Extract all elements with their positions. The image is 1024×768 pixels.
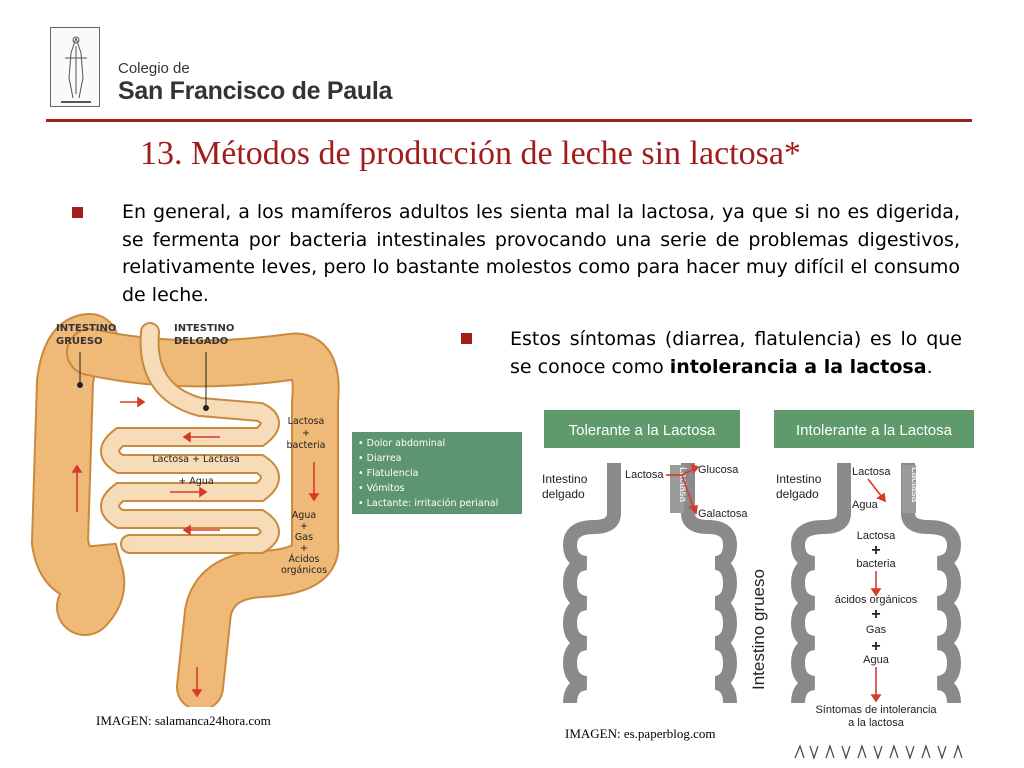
intestine-diagram: INTESTINO GRUESO INTESTINO DELGADO Lacto…: [30, 313, 522, 707]
decorative-figures-icon: [794, 744, 963, 760]
int-chain-lactosa: Lactosa: [857, 530, 896, 542]
int-chain-bacteria: bacteria: [856, 558, 896, 570]
int-chain-plus1: +: [871, 542, 880, 559]
int-intestino: Intestino: [776, 472, 822, 486]
bullet-text-2: Estos síntomas (diarrea, flatulencia) es…: [510, 326, 962, 381]
bullet-marker-2: [461, 333, 472, 344]
symptom-2: • Diarrea: [358, 453, 402, 464]
label-product-plus2: +: [300, 543, 308, 554]
int-chain-plus3: +: [871, 638, 880, 655]
symptom-1: • Dolor abdominal: [358, 438, 445, 449]
lactose-tolerance-diagram: Tolerante a la Lactosa Intolerante a la …: [542, 410, 974, 729]
symptom-5: • Lactante: irritación perianal: [358, 498, 498, 509]
int-lactasa: Lactasa: [909, 467, 920, 502]
label-intestino-grueso-2: GRUESO: [56, 336, 103, 347]
intolerant-header-bg: [774, 410, 974, 448]
int-lactosa: Lactosa: [852, 466, 891, 478]
tol-glucosa: Glucosa: [698, 464, 739, 476]
tol-lactosa: Lactosa: [625, 469, 664, 481]
label-product-agua: Agua: [292, 510, 316, 521]
header-divider: [46, 119, 972, 122]
intolerant-header: Intolerante a la Lactosa: [796, 422, 953, 439]
label-product-plus1: +: [300, 521, 308, 532]
label-lactosa-lactasa: Lactosa + Lactasa: [152, 454, 239, 465]
school-logo: [50, 27, 100, 107]
symptom-3: • Flatulencia: [358, 468, 418, 479]
int-chain-acidos: ácidos orgánicos: [835, 594, 918, 606]
slide-title: 13. Métodos de producción de leche sin l…: [140, 135, 801, 172]
label-lactosa: Lactosa: [288, 416, 325, 427]
saint-figure-icon: [61, 36, 91, 103]
label-product-gas: Gas: [295, 532, 313, 543]
int-agua: Agua: [852, 499, 879, 511]
label-intestino-delgado-2: DELGADO: [174, 336, 228, 347]
intolerant-intestine-walls: [790, 463, 962, 704]
tol-galactosa: Galactosa: [698, 508, 748, 520]
label-product-acidos: Ácidos: [289, 553, 320, 565]
caption-right: IMAGEN: es.paperblog.com: [565, 726, 716, 741]
symptom-4: • Vómitos: [358, 483, 405, 494]
label-product-organicos: orgánicos: [281, 565, 327, 576]
label-bacteria: bacteria: [286, 440, 325, 451]
label-plus: +: [302, 428, 310, 439]
tol-intestino-grueso: Intestino grueso: [749, 569, 768, 690]
symptom-box: [352, 432, 522, 514]
intolerant-lactasa-band: [902, 465, 916, 513]
int-sintomas-1: Síntomas de intolerancia: [815, 704, 937, 716]
tolerant-intestine-walls: [562, 463, 738, 704]
int-sintomas-2: a la lactosa: [848, 717, 905, 729]
tol-delgado: delgado: [542, 487, 585, 501]
school-name-line1: Colegio de: [118, 60, 190, 77]
int-chain-plus2: +: [871, 606, 880, 623]
tol-lactasa: Lactasa: [677, 467, 688, 502]
tolerant-header: Tolerante a la Lactosa: [569, 422, 716, 439]
tolerant-lactasa-band: [670, 465, 684, 513]
label-intestino-grueso-1: INTESTINO: [56, 323, 116, 334]
bullet-text-2-start: Estos síntomas (diarrea, flatulencia) es…: [510, 328, 962, 378]
school-name-line2: San Francisco de Paula: [118, 77, 393, 105]
bullet-text-2-end: .: [926, 355, 933, 378]
int-chain-gas: Gas: [866, 624, 887, 636]
caption-left: IMAGEN: salamanca24hora.com: [96, 713, 271, 728]
bullet-text-1: En general, a los mamíferos adultos les …: [122, 201, 960, 306]
label-intestino-delgado-1: INTESTINO: [174, 323, 234, 334]
int-chain-agua: Agua: [863, 654, 890, 666]
bullet-text-2-bold: intolerancia a la lactosa: [669, 355, 927, 378]
tolerant-header-bg: [544, 410, 740, 448]
int-delgado: delgado: [776, 487, 819, 501]
bullet-marker-1: [72, 207, 83, 218]
label-agua: + Agua: [178, 476, 213, 487]
tol-intestino: Intestino: [542, 472, 588, 486]
